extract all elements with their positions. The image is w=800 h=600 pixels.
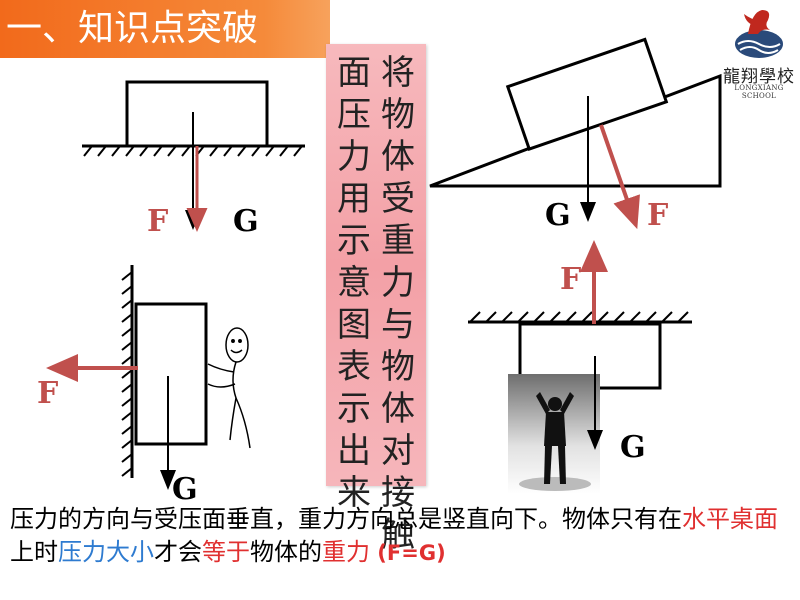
stick-figure-icon — [207, 327, 251, 449]
person-silhouette-image — [508, 374, 600, 494]
summary-text: 压力的方向与受压面垂直，重力方向总是竖直向下。物体只有在水平桌面上时压力大小才会… — [10, 503, 800, 570]
summary-gravity: 重力 — [322, 538, 370, 566]
label-top-left-G: G — [233, 204, 259, 239]
school-logo: 龍翔學校 LONGXIANG SCHOOL — [718, 4, 800, 100]
label-wall-G: G — [172, 472, 198, 507]
summary-part1: 压力的方向与受压面垂直，重力方向总是竖直向下。物体只有在 — [10, 505, 682, 533]
summary-horizontal-table: 水平桌面 — [682, 505, 778, 533]
summary-equals: 等于 — [202, 538, 250, 566]
summary-formula: (F=G) — [370, 541, 446, 565]
diagram-box-on-wall — [46, 265, 251, 490]
label-ceiling-F: F — [560, 262, 582, 297]
label-incline-F: F — [647, 198, 669, 233]
summary-pressure-magnitude: 压力大小 — [58, 538, 154, 566]
vertical-text-right: 将物体受重力与物体对接触 — [381, 53, 415, 555]
label-incline-G: G — [545, 198, 571, 233]
section-title: 一、知识点突破 — [0, 0, 330, 58]
summary-part5: 才会 — [154, 538, 202, 566]
vertical-caption-box: 将物体受重力与物体对接触 面压力用示意图表示出来 — [326, 44, 426, 555]
label-top-left-F: F — [147, 204, 169, 239]
diagram-box-on-ceiling — [468, 240, 692, 494]
label-wall-F: F — [37, 376, 59, 411]
summary-part3: 上时 — [10, 538, 58, 566]
diagram-box-on-incline — [429, 37, 722, 230]
dragon-emblem-icon — [735, 10, 783, 58]
logo-subtitle: LONGXIANG SCHOOL — [734, 84, 784, 100]
label-ceiling-G: G — [620, 430, 646, 465]
vertical-text-left: 面压力用示意图表示出来 — [337, 53, 371, 513]
summary-part7: 物体的 — [250, 538, 322, 566]
logo-name: 龍翔學校 — [723, 67, 795, 87]
diagram-box-on-table — [82, 80, 305, 232]
